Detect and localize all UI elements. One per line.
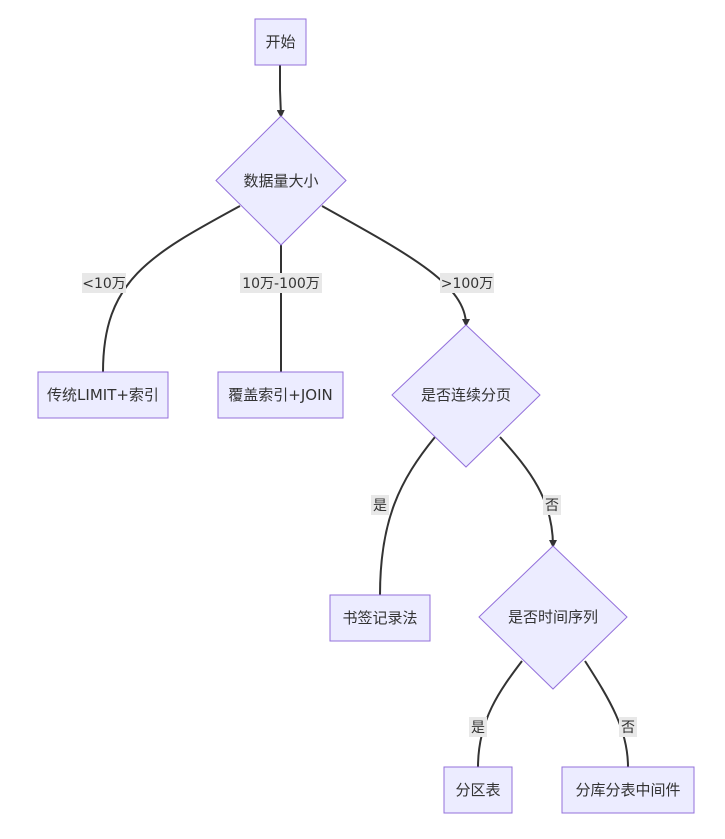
svg-text:分区表: 分区表 xyxy=(455,781,500,799)
edge-size-to-traditional xyxy=(102,205,241,373)
svg-text:10万-100万: 10万-100万 xyxy=(242,276,320,292)
svg-text:是: 是 xyxy=(373,498,387,514)
svg-text:否: 否 xyxy=(545,498,559,514)
edge-start-to-size xyxy=(276,65,285,118)
svg-text:是否连续分页: 是否连续分页 xyxy=(421,386,511,404)
node-traditional-limit: 传统LIMIT+索引 xyxy=(37,371,169,419)
edge-timeseries-to-sharding xyxy=(584,660,629,768)
node-start: 开始 xyxy=(254,18,307,66)
svg-text:传统LIMIT+索引: 传统LIMIT+索引 xyxy=(47,386,159,404)
edge-label-lt10w: <10万 xyxy=(82,273,126,293)
svg-text:否: 否 xyxy=(621,720,635,736)
node-covering-index: 覆盖索引+JOIN xyxy=(217,371,344,419)
svg-text:分库分表中间件: 分库分表中间件 xyxy=(575,781,680,799)
edge-timeseries-to-partition xyxy=(477,660,523,768)
edge-label-gt100w: >100万 xyxy=(440,273,494,293)
node-partition-table: 分区表 xyxy=(443,766,513,814)
edge-size-to-continuous xyxy=(321,205,470,327)
edge-continuous-to-timeseries xyxy=(499,436,557,548)
svg-text:书签记录法: 书签记录法 xyxy=(342,609,417,627)
node-time-series-decision: 是否时间序列 xyxy=(478,545,628,690)
node-data-size-decision: 数据量大小 xyxy=(215,115,347,246)
edge-label-no1: 否 xyxy=(543,495,561,515)
node-continuous-decision: 是否连续分页 xyxy=(391,324,541,468)
svg-text:是: 是 xyxy=(471,720,485,736)
node-bookmark: 书签记录法 xyxy=(329,594,431,642)
svg-text:开始: 开始 xyxy=(265,33,295,51)
svg-text:是否时间序列: 是否时间序列 xyxy=(508,608,598,626)
svg-text:>100万: >100万 xyxy=(441,276,493,292)
svg-text:<10万: <10万 xyxy=(82,276,126,292)
edge-label-yes2: 是 xyxy=(469,717,487,737)
edge-label-mid: 10万-100万 xyxy=(240,273,322,293)
svg-text:覆盖索引+JOIN: 覆盖索引+JOIN xyxy=(228,386,332,404)
node-sharding-middleware: 分库分表中间件 xyxy=(561,766,695,814)
edge-label-yes1: 是 xyxy=(371,495,389,515)
svg-text:数据量大小: 数据量大小 xyxy=(243,172,318,190)
edge-continuous-to-bookmark xyxy=(379,436,436,596)
edge-label-no2: 否 xyxy=(619,717,637,737)
